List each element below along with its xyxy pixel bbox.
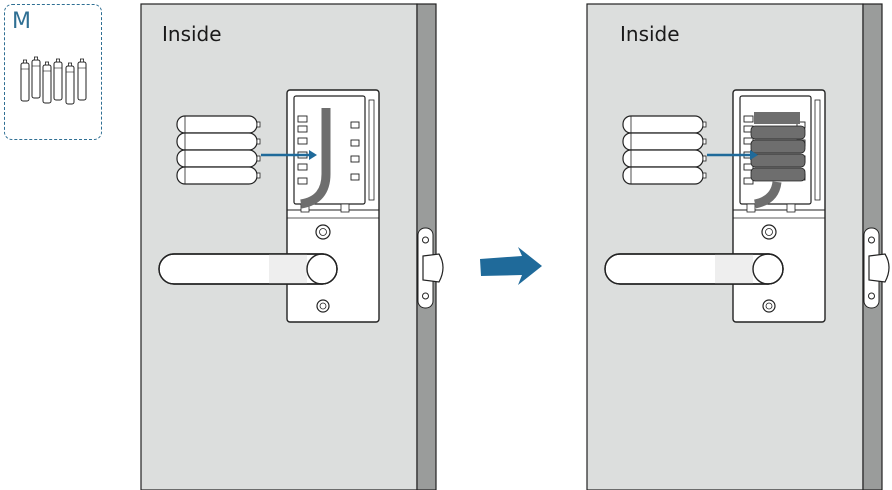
panel-left-label: Inside (162, 22, 222, 46)
panel-right-illustration (587, 4, 889, 490)
aa-batteries-icon (21, 57, 86, 104)
right-arrow-icon (480, 247, 542, 285)
panel-left-illustration (141, 4, 443, 490)
panel-right-label: Inside (620, 22, 680, 46)
